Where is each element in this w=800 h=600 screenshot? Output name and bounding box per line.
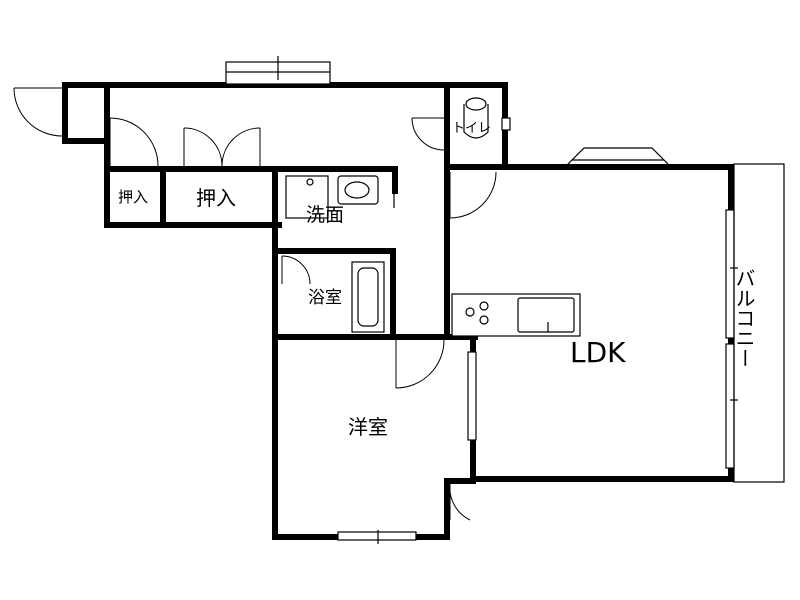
room-label-senmen: 洗面 xyxy=(306,204,344,226)
doors xyxy=(13,87,497,521)
balcony-outline xyxy=(733,163,785,483)
room-label-oshiire-small: 押入 xyxy=(118,188,148,206)
fixtures xyxy=(285,97,581,337)
windows xyxy=(225,56,738,544)
room-label-toilet: トイレ xyxy=(452,121,491,136)
room-label-oshiire-large: 押入 xyxy=(196,186,236,210)
walls xyxy=(62,82,734,540)
room-label-ldk: LDK xyxy=(570,336,626,369)
room-label-balcony: バルコニー xyxy=(732,268,756,368)
room-label-youshitsu: 洋室 xyxy=(348,415,388,439)
room-labels: 押入 押入 トイレ 洗面 浴室 洋室 LDK バルコニー xyxy=(118,121,756,439)
room-label-yokushitsu: 浴室 xyxy=(308,288,342,308)
